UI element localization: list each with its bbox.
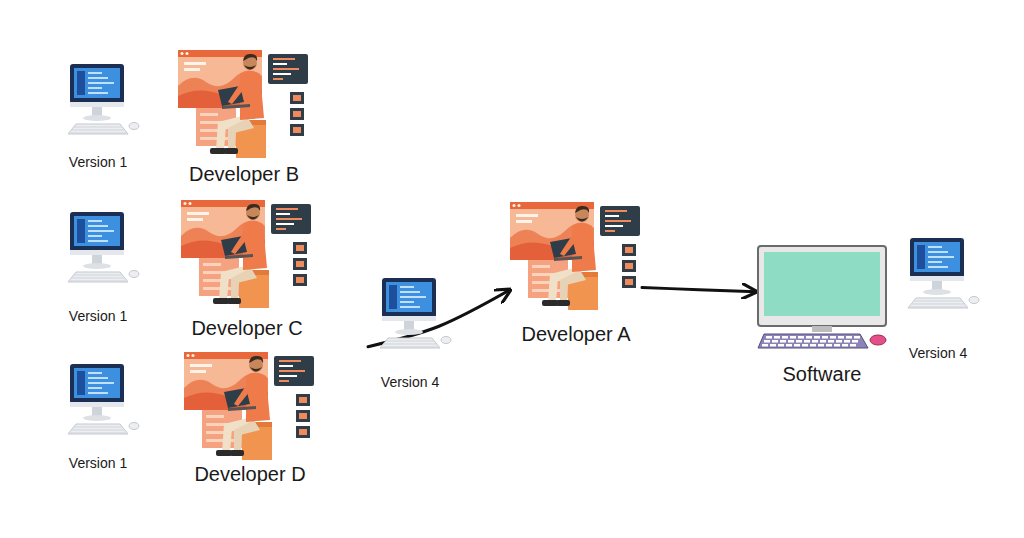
software-node: Software	[756, 244, 888, 386]
node-label: Developer C	[191, 316, 302, 340]
developer-node: Developer B	[178, 46, 310, 186]
node-label: Developer D	[194, 462, 305, 486]
computer-node: Version 4	[896, 236, 980, 362]
flow-arrow	[642, 288, 756, 292]
computer-node: Version 1	[56, 62, 140, 171]
node-label: Version 1	[69, 308, 127, 325]
developer-node: Developer D	[184, 348, 316, 486]
computer-node: Version 1	[56, 362, 140, 472]
node-label: Version 1	[69, 455, 127, 472]
computer-icon	[896, 236, 980, 312]
software-monitor	[756, 244, 888, 350]
node-label: Software	[783, 362, 862, 386]
node-label: Developer A	[522, 322, 631, 346]
computer-node: Version 1	[56, 210, 140, 325]
computer-icon	[56, 62, 140, 138]
computer-node: Version 4	[368, 276, 452, 391]
computer-icon	[368, 276, 452, 352]
node-label: Version 4	[381, 374, 439, 391]
developer-illustration	[184, 348, 316, 460]
node-label: Version 1	[69, 154, 127, 171]
node-label: Developer B	[189, 162, 299, 186]
computer-icon	[56, 362, 140, 438]
developer-illustration	[510, 198, 642, 310]
developer-node: Developer C	[181, 196, 313, 340]
developer-illustration	[178, 46, 310, 158]
developer-node: Developer A	[510, 198, 642, 346]
computer-icon	[56, 210, 140, 286]
node-label: Version 4	[909, 345, 967, 362]
developer-illustration	[181, 196, 313, 308]
